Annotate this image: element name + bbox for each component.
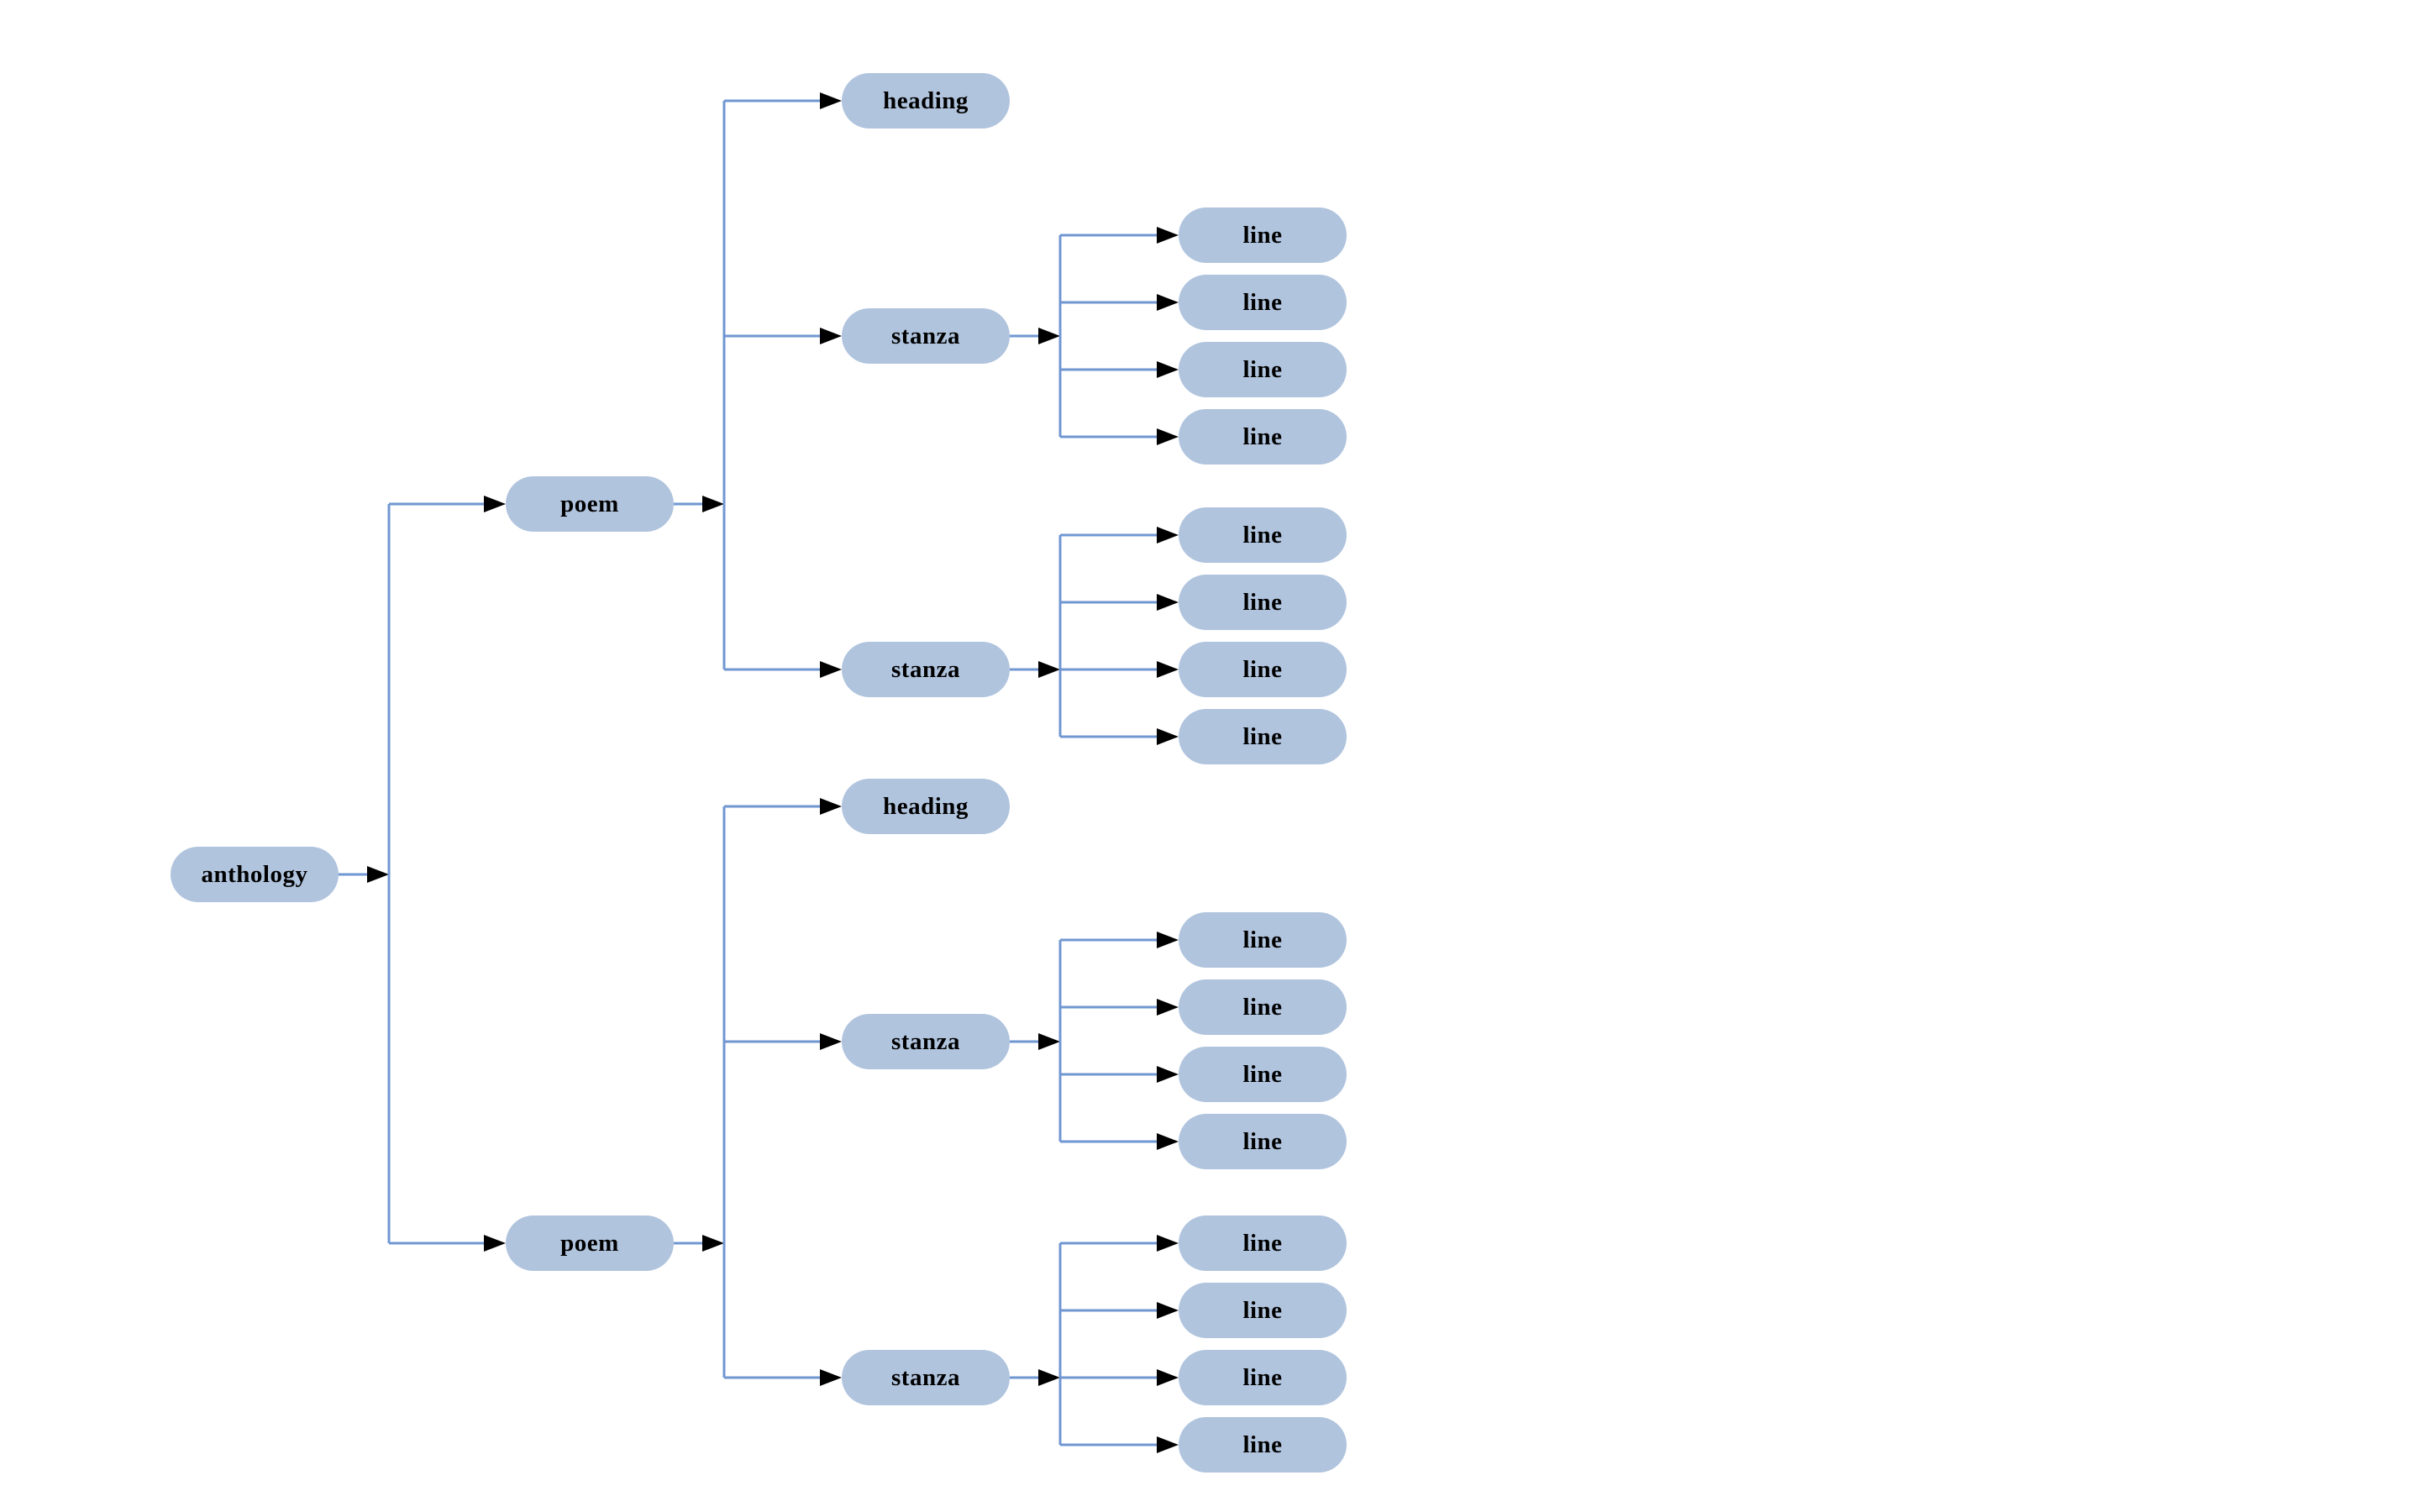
arrowhead-icon [1157, 999, 1179, 1016]
arrowhead-icon [820, 1369, 842, 1386]
arrowhead-icon [1157, 1302, 1179, 1319]
tree-node-label: line [1242, 993, 1283, 1021]
tree-node-stanza-2: stanza [842, 642, 1010, 697]
tree-node-heading-1: heading [842, 73, 1010, 129]
tree-node-line-2d: line [1179, 709, 1347, 764]
tree-node-line-4a: line [1179, 1215, 1347, 1271]
tree-node-line-3c: line [1179, 1047, 1347, 1102]
arrowhead-icon [1038, 661, 1060, 678]
arrowhead-icon [820, 92, 842, 109]
arrowhead-icon [1157, 1235, 1179, 1252]
tree-node-line-2b: line [1179, 575, 1347, 630]
tree-node-label: stanza [891, 1027, 960, 1055]
tree-node-stanza-3: stanza [842, 1014, 1010, 1069]
tree-node-label: line [1242, 221, 1283, 249]
tree-node-label: line [1242, 588, 1283, 616]
tree-node-stanza-1: stanza [842, 308, 1010, 364]
tree-node-line-1b: line [1179, 275, 1347, 330]
tree-node-label: line [1242, 288, 1283, 316]
tree-node-label: line [1242, 1229, 1283, 1257]
arrowhead-icon [1157, 428, 1179, 445]
arrowhead-icon [820, 798, 842, 815]
tree-node-label: line [1242, 521, 1283, 549]
arrowhead-icon [1157, 594, 1179, 611]
arrowhead-icon [367, 866, 389, 883]
arrowhead-icon [1038, 1369, 1060, 1386]
tree-node-label: heading [883, 87, 969, 114]
arrowhead-icon [1157, 728, 1179, 745]
tree-node-line-1d: line [1179, 409, 1347, 465]
tree-node-label: line [1242, 1431, 1283, 1458]
tree-node-line-3b: line [1179, 979, 1347, 1035]
arrowhead-icon [484, 1235, 506, 1252]
tree-node-line-4c: line [1179, 1350, 1347, 1405]
arrowhead-icon [1157, 361, 1179, 378]
tree-node-stanza-4: stanza [842, 1350, 1010, 1405]
tree-node-label: line [1242, 1060, 1283, 1088]
tree-node-label: line [1242, 1296, 1283, 1324]
arrowhead-icon [1038, 328, 1060, 344]
arrowhead-icon [1157, 527, 1179, 543]
tree-node-label: line [1242, 1363, 1283, 1391]
arrowhead-icon [484, 496, 506, 512]
arrowhead-icon [1038, 1033, 1060, 1050]
arrowhead-icon [820, 328, 842, 344]
arrowhead-icon [820, 1033, 842, 1050]
tree-node-label: poem [560, 1229, 619, 1257]
tree-node-label: line [1242, 1127, 1283, 1155]
arrowhead-icon [1157, 1133, 1179, 1150]
tree-node-line-4d: line [1179, 1417, 1347, 1473]
tree-node-label: line [1242, 926, 1283, 953]
tree-node-label: stanza [891, 655, 960, 683]
arrowhead-icon [1157, 227, 1179, 244]
arrowhead-icon [1157, 1436, 1179, 1453]
tree-node-heading-2: heading [842, 779, 1010, 834]
tree-node-line-1c: line [1179, 342, 1347, 397]
tree-node-line-2c: line [1179, 642, 1347, 697]
arrowhead-icon [702, 1235, 724, 1252]
arrowhead-icon [1157, 661, 1179, 678]
tree-node-line-1a: line [1179, 207, 1347, 263]
arrowhead-icon [820, 661, 842, 678]
tree-node-line-3a: line [1179, 912, 1347, 968]
tree-node-label: line [1242, 355, 1283, 383]
arrowhead-icon [1157, 294, 1179, 311]
tree-node-label: line [1242, 655, 1283, 683]
tree-node-poem-2: poem [506, 1215, 674, 1271]
arrowhead-icon [1157, 1369, 1179, 1386]
arrowhead-icon [1157, 932, 1179, 948]
tree-node-label: stanza [891, 1363, 960, 1391]
tree-node-label: heading [883, 792, 969, 820]
tree-node-label: line [1242, 423, 1283, 450]
tree-node-poem-1: poem [506, 476, 674, 532]
tree-node-label: poem [560, 490, 619, 517]
tree-node-label: line [1242, 722, 1283, 750]
tree-node-label: anthology [201, 860, 308, 888]
tree-node-anthology: anthology [171, 847, 339, 902]
arrowhead-icon [702, 496, 724, 512]
tree-node-label: stanza [891, 322, 960, 349]
tree-node-line-4b: line [1179, 1283, 1347, 1338]
arrowhead-icon [1157, 1066, 1179, 1083]
tree-node-line-2a: line [1179, 507, 1347, 563]
tree-node-line-3d: line [1179, 1114, 1347, 1169]
